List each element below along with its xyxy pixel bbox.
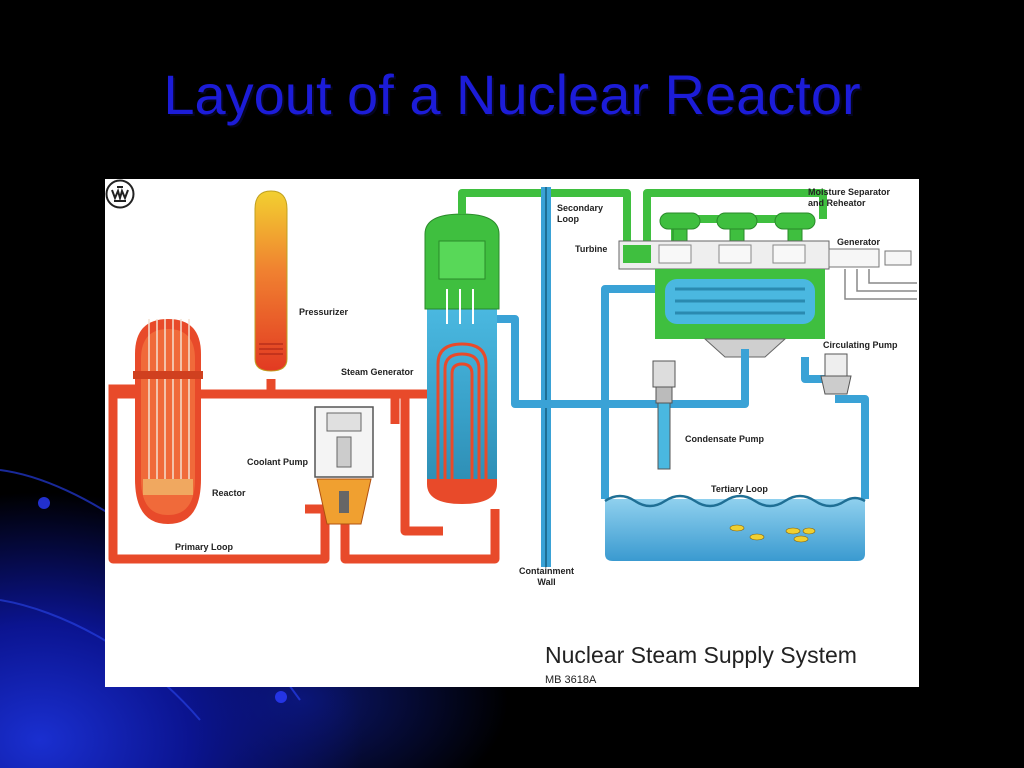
label-containment-wall: Containment Wall (519, 566, 574, 587)
nuclear-reactor-diagram: Pressurizer Steam Generator Coolant Pump… (105, 179, 919, 687)
coolant-pump-body (314, 406, 374, 525)
label-turbine: Turbine (575, 244, 608, 254)
primary-loop (108, 379, 500, 564)
turbine-deck (618, 240, 917, 300)
secondary-loop (458, 189, 827, 241)
label-moisture-separator: Moisture Separator and Reheator (808, 187, 891, 208)
diagram-caption: Nuclear Steam Supply System (545, 642, 857, 668)
condenser (655, 269, 825, 358)
label-reactor: Reactor (212, 488, 246, 498)
slide-title: Layout of a Nuclear Reactor (163, 63, 861, 126)
label-coolant-pump: Coolant Pump (247, 457, 308, 467)
westinghouse-logo-icon (105, 179, 135, 209)
tertiary-loop (497, 285, 869, 499)
label-pressurizer: Pressurizer (299, 307, 349, 317)
cooling-basin (604, 494, 866, 561)
reactor-vessel (133, 319, 203, 524)
label-condensate-pump: Condensate Pump (685, 434, 765, 444)
primary-loop-lower (108, 384, 135, 559)
diagram-drawing (108, 187, 917, 567)
label-tertiary-loop: Tertiary Loop (711, 484, 768, 494)
circulating-pump-body (820, 353, 852, 395)
diagram-code: MB 3618A (545, 674, 597, 686)
containment-wall (541, 187, 551, 567)
condensate-pump-body (652, 360, 676, 470)
label-generator: Generator (837, 237, 881, 247)
label-steam-generator: Steam Generator (341, 367, 414, 377)
pressurizer (254, 190, 288, 372)
label-circulating-pump: Circulating Pump (823, 340, 898, 350)
label-secondary-loop: Secondary Loop (557, 203, 604, 224)
steam-generator (424, 213, 500, 504)
label-primary-loop: Primary Loop (175, 542, 234, 552)
